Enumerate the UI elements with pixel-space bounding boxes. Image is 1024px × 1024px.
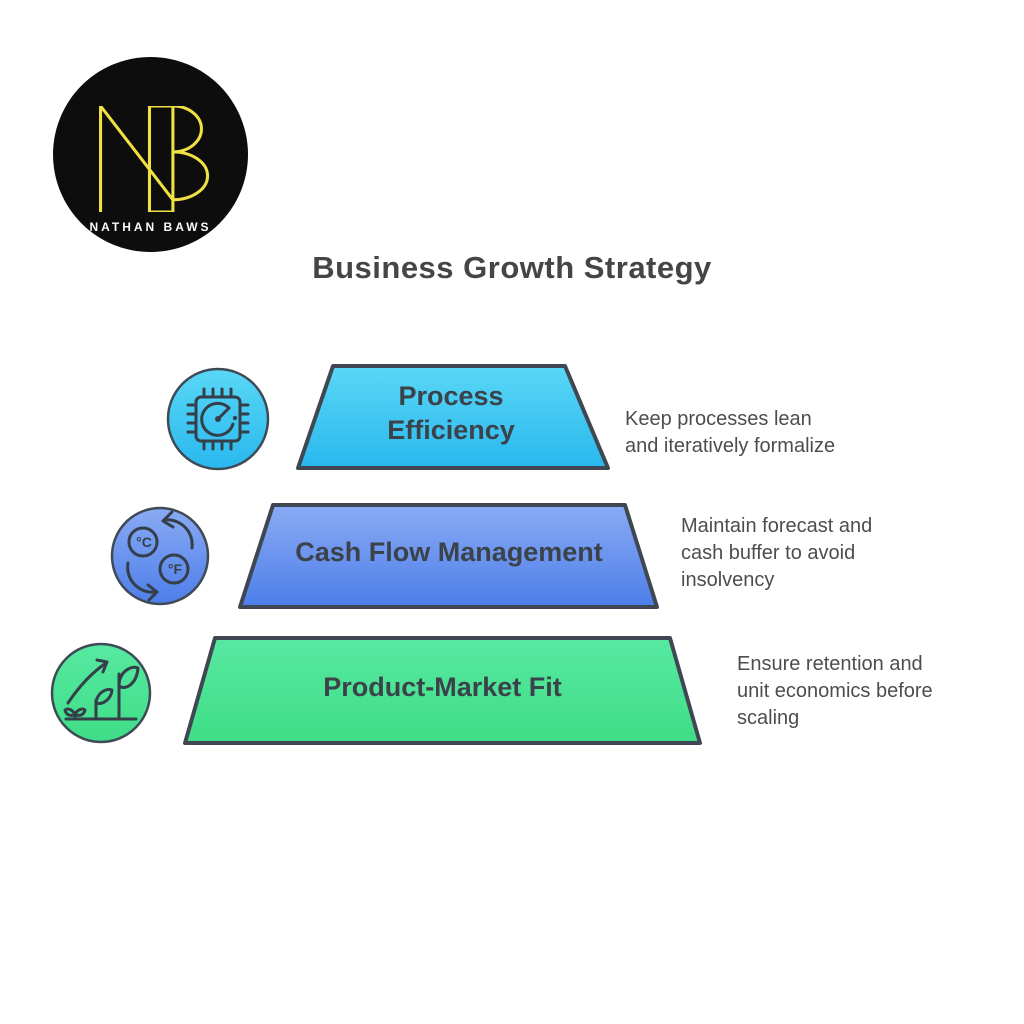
plant-growth-icon [50, 642, 152, 744]
pyramid-level-3-shape [183, 636, 702, 745]
microchip-gauge-icon [166, 367, 270, 471]
process-efficiency-badge [163, 364, 273, 479]
cash-flow-badge: °C °F [107, 503, 213, 614]
product-market-fit-badge [47, 639, 155, 752]
brand-name: NATHAN BAWS [89, 220, 212, 234]
product-market-fit-description: Ensure retention and unit economics befo… [737, 653, 933, 729]
svg-text:°C: °C [136, 534, 152, 550]
brand-logo: NATHAN BAWS [53, 57, 248, 252]
unit-conversion-icon: °C °F [110, 506, 210, 606]
cash-flow-description: Maintain forecast and cash buffer to avo… [681, 515, 873, 591]
pyramid-level-2-shape [238, 503, 659, 609]
nb-monogram-icon [99, 106, 210, 212]
pyramid-level-1-shape [296, 364, 610, 470]
svg-text:°F: °F [168, 561, 183, 577]
page-title: Business Growth Strategy [312, 250, 712, 285]
process-efficiency-description: Keep processes lean and iteratively form… [625, 408, 836, 457]
